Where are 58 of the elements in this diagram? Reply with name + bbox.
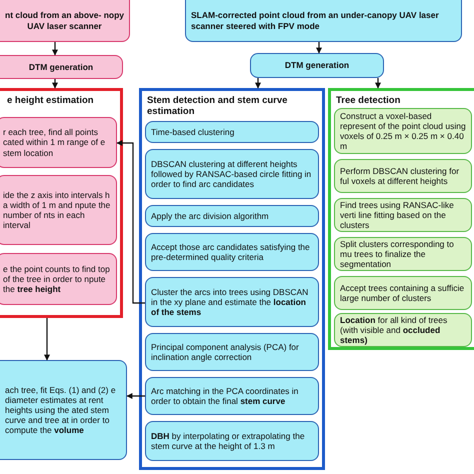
process-box bbox=[334, 313, 472, 347]
step-text: DTM generation bbox=[284, 60, 350, 71]
arrow bbox=[52, 42, 58, 56]
step-text: Principal component analysis (PCA) for inclination angle correction bbox=[151, 342, 300, 362]
step-text: Find trees using RANSAC-like verti line fitting based on the clusters bbox=[340, 200, 455, 230]
step-text: Accept trees containing a sufficie large number of clusters bbox=[340, 282, 466, 304]
arrow bbox=[316, 42, 322, 54]
step-text: Accept those arc candidates satisfying the pre-determined quality criteria bbox=[151, 242, 311, 262]
process-box bbox=[250, 53, 384, 78]
process-box bbox=[0, 117, 117, 168]
arrow bbox=[44, 318, 50, 361]
process-box bbox=[145, 121, 319, 143]
process-box bbox=[145, 377, 319, 415]
process-box bbox=[0, 360, 127, 460]
group-heading: e height estimation bbox=[7, 95, 95, 106]
step-text: nt cloud from an above- nopy UAV laser scanner bbox=[5, 10, 124, 31]
process-box bbox=[145, 149, 319, 199]
step-text: ach tree, fit Eqs. (1) and (2) e diameter estimates at rent heights using the ated stem curve and tree at in order to compute the volume bbox=[5, 384, 117, 436]
step-text: DTM generation bbox=[28, 62, 94, 72]
arrow bbox=[52, 79, 58, 89]
step-text: SLAM-corrected point cloud from an under-canopy UAV laser scanner steered with FPV mode bbox=[191, 10, 440, 31]
step-text: Arc matching in the PCA coordinates in order to obtain the final stem curve bbox=[151, 386, 300, 406]
process-box bbox=[0, 0, 130, 42]
process-box bbox=[145, 421, 319, 461]
group-panel bbox=[139, 88, 325, 470]
step-text: Perform DBSCAN clustering for ful voxels at different heights bbox=[340, 166, 460, 186]
step-text: DBSCAN clustering at different heights followed by RANSAC-based circle fitting in order to find arc candidates bbox=[151, 158, 312, 190]
group-heading: Stem detection and stem curve estimation bbox=[147, 95, 288, 118]
process-box bbox=[334, 198, 472, 232]
arrow bbox=[116, 140, 145, 304]
process-box bbox=[185, 0, 462, 42]
process-box bbox=[0, 55, 123, 79]
step-text: Cluster the arcs into trees using DBSCAN in the xy plane and estimate the location of the stems bbox=[151, 286, 310, 318]
process-box bbox=[145, 205, 319, 227]
arrow bbox=[255, 78, 261, 89]
process-box bbox=[334, 108, 472, 154]
arrow bbox=[126, 393, 145, 399]
step-text: ide the z axis into intervals h a width of 1 m and npute the number of nts in each interval bbox=[3, 190, 111, 230]
step-text: r each tree, find all points cated within 1 m range of e stem location bbox=[3, 127, 106, 158]
group-panel bbox=[328, 88, 474, 350]
process-box bbox=[145, 233, 319, 271]
arrow bbox=[375, 78, 381, 89]
process-box bbox=[0, 175, 117, 245]
step-text: Time-based clustering bbox=[151, 126, 236, 138]
process-box bbox=[334, 276, 472, 310]
step-text: Construct a voxel-based represent of the point cloud using voxels of 0.25 m × 0.25 m × 0.40 m bbox=[340, 110, 466, 152]
process-box bbox=[145, 333, 319, 371]
process-box bbox=[334, 159, 472, 193]
group-heading: Tree detection bbox=[336, 95, 402, 106]
step-text: DBH by interpolating or extrapolating the stem curve at the height of 1.3 m bbox=[151, 430, 306, 452]
step-text: Apply the arc division algorithm bbox=[151, 210, 270, 222]
process-box bbox=[145, 277, 319, 327]
step-text: Split clusters corresponding to mu trees to finalize the segmentation bbox=[340, 238, 455, 270]
process-box bbox=[0, 253, 117, 305]
step-text: Location for all kind of trees (with visible and occluded stems) bbox=[340, 314, 448, 346]
group-panel bbox=[0, 88, 123, 318]
process-box bbox=[334, 237, 472, 271]
step-text: e the point counts to find top of the tree in order to npute the tree height bbox=[3, 264, 111, 294]
